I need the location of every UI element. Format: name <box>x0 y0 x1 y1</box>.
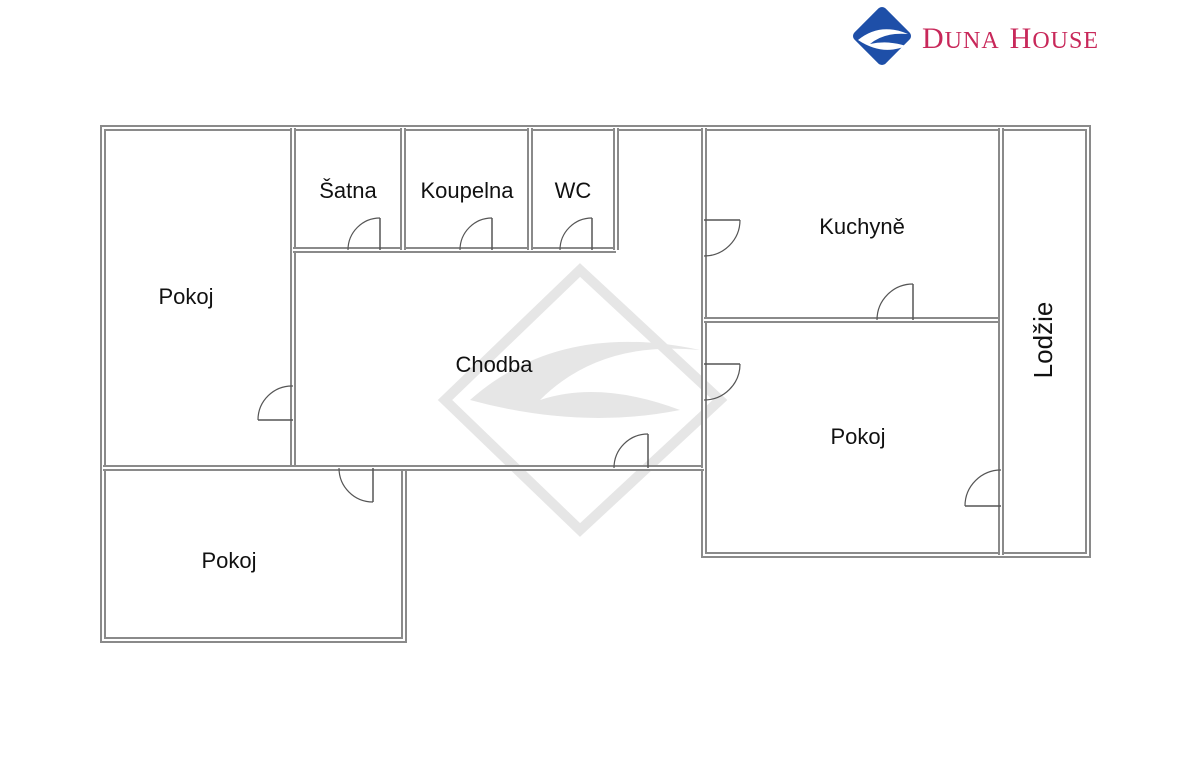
room-label-wc: WC <box>555 178 592 203</box>
duna-house-logo-icon <box>852 6 912 66</box>
room-label-lodzie: Lodžie <box>1028 302 1058 379</box>
doors <box>257 217 1002 507</box>
room-label-satna: Šatna <box>319 178 377 203</box>
door-chodba-bottom <box>613 433 649 469</box>
room-label-koupelna: Koupelna <box>421 178 515 203</box>
door-lodzie <box>964 469 1002 507</box>
door-wc <box>559 217 593 251</box>
door-koupelna <box>459 217 493 251</box>
room-label-pokoj-right: Pokoj <box>830 424 885 449</box>
room-label-pokoj-left-bottom: Pokoj <box>201 548 256 573</box>
door-satna <box>347 217 381 251</box>
room-label-pokoj-left-top: Pokoj <box>158 284 213 309</box>
door-kuchyne-side <box>703 219 741 257</box>
door-kuchyne-bottom <box>876 283 914 321</box>
watermark-logo-icon <box>437 263 728 537</box>
door-pokoj-left-top <box>257 385 294 421</box>
door-pokoj-right-side <box>703 363 741 401</box>
walls <box>100 125 1091 643</box>
door-pokoj-left-bottom <box>338 467 374 503</box>
room-label-chodba: Chodba <box>455 352 533 377</box>
room-label-kuchyne: Kuchyně <box>819 214 905 239</box>
